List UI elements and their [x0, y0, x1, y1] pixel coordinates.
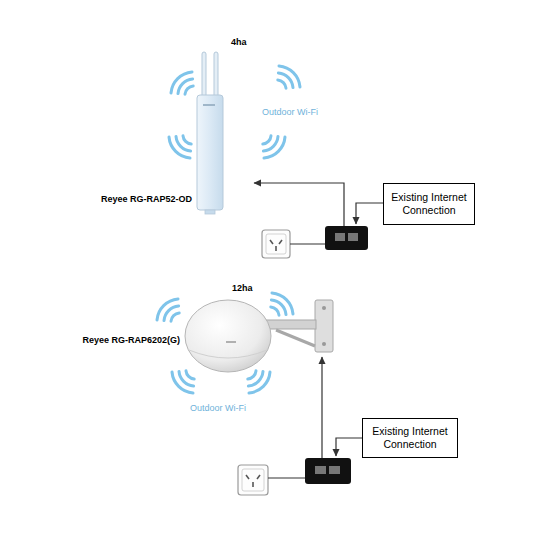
- poe-injector: [325, 226, 368, 250]
- connection-box: Existing Internet Connection: [362, 418, 458, 458]
- wifi-symbol: [248, 371, 270, 393]
- power-cable: [290, 243, 325, 244]
- annotation-label: Reyee RG-RAP52-OD: [101, 194, 192, 205]
- access-point: [185, 300, 271, 372]
- annotation-label: 4ha: [231, 37, 247, 48]
- wifi-symbol: [263, 136, 285, 158]
- connection-box: Existing Internet Connection: [383, 183, 475, 225]
- wall-bracket: [266, 300, 333, 352]
- access-point: [197, 52, 223, 214]
- poe-injector: [305, 458, 351, 484]
- wifi-symbol: [157, 299, 179, 321]
- annotation-label: 12ha: [232, 283, 253, 294]
- ethernet-cable: [254, 183, 344, 226]
- annotation-label: Reyee RG-RAP6202(G): [82, 335, 180, 346]
- ethernet-cable: [356, 203, 383, 224]
- wifi-symbol: [278, 66, 300, 88]
- wifi-symbol: [271, 293, 293, 315]
- wifi-symbol: [169, 136, 191, 158]
- ethernet-cable: [321, 357, 322, 458]
- annotation-label: Outdoor Wi-Fi: [262, 107, 318, 118]
- power-cable: [268, 477, 305, 478]
- power-outlet: [262, 230, 290, 258]
- box-label: Existing Internet Connection: [368, 425, 452, 451]
- box-text-group: Existing Internet Connection: [389, 191, 469, 217]
- wifi-symbol: [172, 371, 194, 393]
- box-label: Existing Internet Connection: [389, 191, 469, 217]
- annotation-label: Outdoor Wi-Fi: [190, 403, 246, 414]
- box-text-group: Existing Internet Connection: [368, 425, 452, 451]
- ethernet-cable: [336, 438, 362, 456]
- power-outlet: [238, 465, 268, 495]
- wifi-symbol: [171, 72, 193, 94]
